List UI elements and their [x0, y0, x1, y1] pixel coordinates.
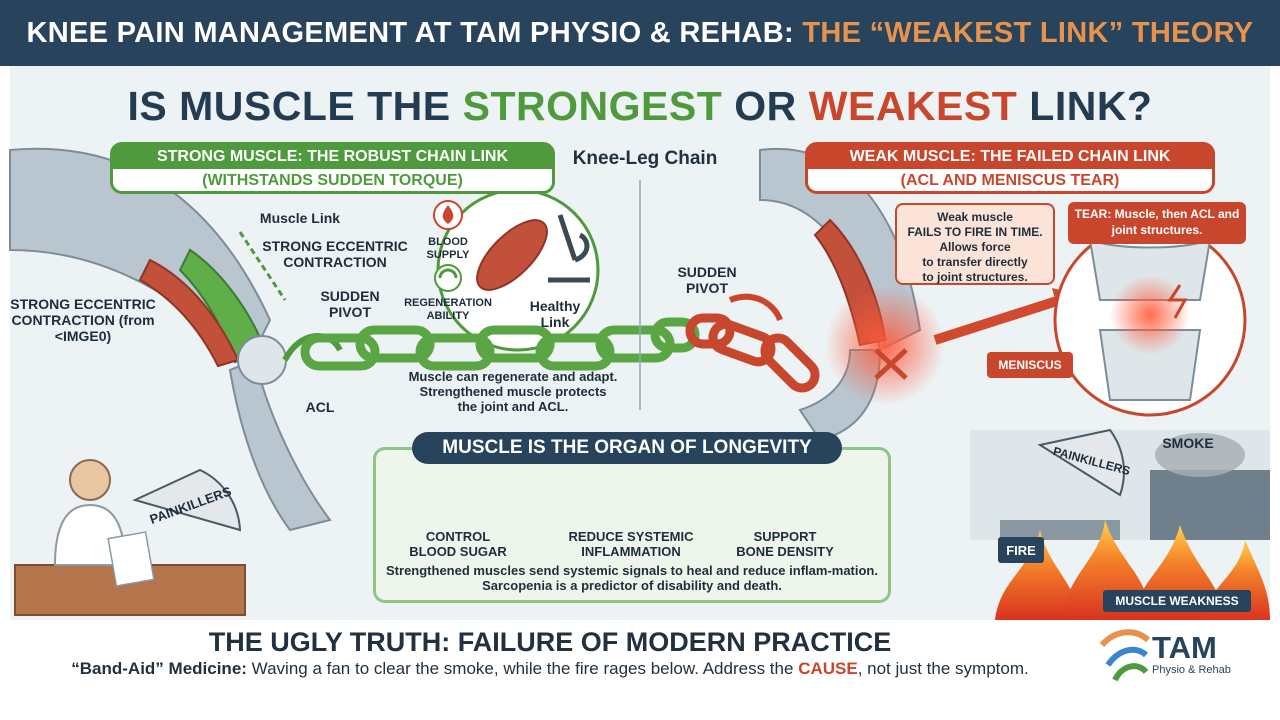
- banner-title-main: KNEE PAIN MANAGEMENT AT TAM PHYSIO & REH…: [26, 16, 794, 49]
- injury-x-icon: [874, 348, 908, 380]
- blood-supply-label: BLOOD SUPPLY: [426, 236, 470, 261]
- benefit-line1: SUPPORT: [753, 529, 817, 544]
- question-strongest: STRONGEST: [462, 82, 723, 129]
- cause-emphasis: CAUSE: [798, 659, 858, 678]
- question-part1: IS MUSCLE THE: [127, 82, 451, 129]
- regeneration-label: REGENERATION ABILITY: [404, 297, 492, 322]
- strong-eccentric-label: STRONG ECCENTRIC CONTRACTION: [262, 238, 408, 270]
- muscle-fiber-icon: [476, 219, 548, 291]
- weak-muscle-header: WEAK MUSCLE: THE FAILED CHAIN LINK (ACL …: [805, 142, 1215, 194]
- top-banner: [0, 0, 1280, 66]
- painkillers-fan-left-icon: [132, 468, 242, 532]
- healthy-chain-icon: [300, 317, 700, 371]
- tam-logo-icon: [1099, 629, 1151, 682]
- main-question: IS MUSCLE THE STRONGEST OR WEAKEST LINK?: [10, 78, 1270, 134]
- banner-title: KNEE PAIN MANAGEMENT AT TAM PHYSIO & REH…: [10, 0, 1270, 66]
- longevity-title: MUSCLE IS THE ORGAN OF LONGEVITY: [412, 432, 842, 464]
- weak-muscle-callout: Weak muscle FAILS TO FIRE IN TIME. Allow…: [895, 203, 1055, 285]
- benefit-blood-sugar: CONTROL BLOOD SUGAR: [393, 529, 523, 559]
- broken-chain-icon: [685, 313, 820, 393]
- weak-header-line2: (ACL AND MENISCUS TEAR): [900, 172, 1120, 189]
- doctor-illustration: [14, 459, 246, 616]
- callout-line1: Weak muscle: [937, 210, 1013, 224]
- fire-label: FIRE: [998, 537, 1044, 563]
- strong-sudden-pivot-label: SUDDEN PIVOT: [320, 288, 380, 320]
- weak-sudden-pivot-label: SUDDEN PIVOT: [677, 264, 737, 296]
- longevity-description: Strengthened muscles send systemic signa…: [386, 563, 878, 593]
- eccentric-arrow-icon: [238, 231, 287, 301]
- painkillers-fan-right-icon: [1037, 428, 1125, 497]
- strong-header-line1: STRONG MUSCLE: THE ROBUST CHAIN LINK: [113, 145, 552, 169]
- callout-line4: to transfer directly: [922, 255, 1028, 269]
- benefit-line1: CONTROL: [425, 529, 491, 544]
- blood-drop-icon: [433, 200, 463, 230]
- regenerate-note: Muscle can regenerate and adapt. Strengt…: [408, 369, 618, 414]
- longevity-box: [373, 447, 891, 603]
- question-part2: OR: [734, 82, 797, 129]
- question-weakest: WEAKEST: [808, 82, 1018, 129]
- acl-label: ACL: [305, 399, 335, 415]
- bottom-text-after: , not just the symptom.: [857, 659, 1029, 678]
- question-part3: LINK?: [1029, 82, 1153, 129]
- muscle-link-label: Muscle Link: [259, 210, 341, 226]
- bottom-subtitle: “Band-Aid” Medicine: Waving a fan to cle…: [20, 659, 1080, 679]
- benefit-line1: REDUCE SYSTEMIC: [568, 529, 694, 544]
- force-arrow-icon: [933, 295, 1062, 345]
- weak-leg-illustration: [759, 147, 945, 442]
- healthy-link-label: Healthy Link: [529, 298, 581, 330]
- weak-pivot-arrow-icon: [728, 293, 783, 322]
- tear-callout: TEAR: Muscle, then ACL and joint structu…: [1068, 202, 1246, 244]
- benefit-line2: BLOOD SUGAR: [409, 544, 507, 559]
- callout-line3: Allows force: [939, 240, 1011, 254]
- band-aid-label: “Band-Aid” Medicine:: [71, 659, 247, 678]
- microscope-icon: [548, 214, 590, 283]
- regeneration-icon: [434, 264, 462, 292]
- banner-title-accent: THE “WEAKEST LINK” THEORY: [802, 16, 1254, 49]
- muscle-weakness-label: MUSCLE WEAKNESS: [1103, 590, 1251, 612]
- bottom-title: THE UGLY TRUTH: FAILURE OF MODERN PRACTI…: [208, 627, 892, 657]
- strong-header-line2: (WITHSTANDS SUDDEN TORQUE): [202, 172, 463, 189]
- benefit-line2: INFLAMMATION: [581, 544, 681, 559]
- callout-line5: to joint structures.: [922, 270, 1028, 284]
- lightning-icon: [1167, 284, 1188, 319]
- meniscus-label: MENISCUS: [987, 352, 1073, 378]
- smoke-label: SMOKE: [1162, 435, 1214, 451]
- strong-muscle-header: STRONG MUSCLE: THE ROBUST CHAIN LINK (WI…: [110, 142, 555, 194]
- bottom-text-before: Waving a fan to clear the smoke, while t…: [251, 659, 794, 678]
- strong-leg-illustration: [9, 147, 332, 532]
- callout-line2: FAILS TO FIRE IN TIME.: [907, 225, 1043, 239]
- chain-label: Knee-Leg Chain: [572, 148, 718, 169]
- benefit-bone-density: SUPPORT BONE DENSITY: [720, 529, 850, 559]
- strong-eccentric-left-label: STRONG ECCENTRIC CONTRACTION (from <IMGE…: [10, 296, 156, 344]
- benefit-line2: BONE DENSITY: [736, 544, 834, 559]
- logo-subtitle: Physio & Rehab: [1152, 664, 1231, 676]
- weak-header-line1: WEAK MUSCLE: THE FAILED CHAIN LINK: [808, 145, 1212, 169]
- benefit-inflammation: REDUCE SYSTEMIC INFLAMMATION: [556, 529, 706, 559]
- logo-name: TAM: [1152, 630, 1217, 665]
